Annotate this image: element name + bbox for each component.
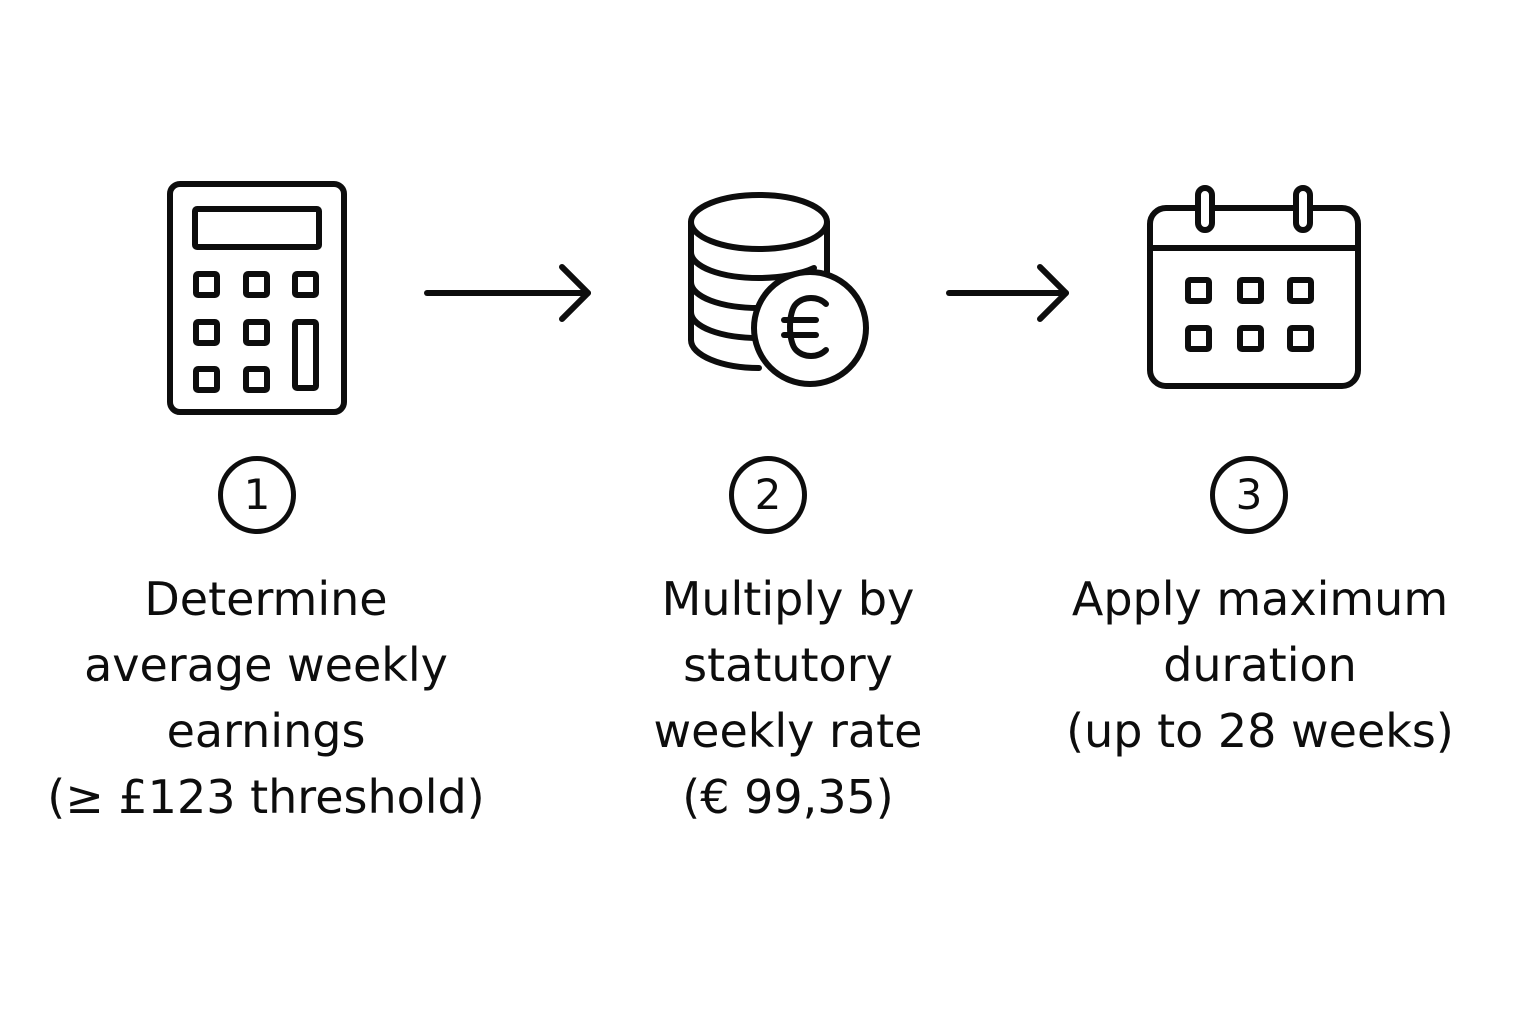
coins-euro-icon <box>688 192 869 387</box>
step-description-line: duration <box>1163 638 1357 692</box>
step-description: Determine average weekly earnings (≥ £12… <box>36 566 496 830</box>
calendar-icon <box>1147 185 1361 389</box>
step-description: Apply maximum duration (up to 28 weeks) <box>1030 566 1490 764</box>
step-description-line: (€ 99,35) <box>682 770 894 824</box>
step-description-line: Determine <box>144 572 388 626</box>
step-description-line: (up to 28 weeks) <box>1066 704 1454 758</box>
step-description-line: Multiply by <box>661 572 915 626</box>
calculator-icon <box>167 181 347 415</box>
step-description-line: weekly rate <box>653 704 923 758</box>
step-description-line: (≥ £123 threshold) <box>47 770 485 824</box>
step-number-badge: 3 <box>1210 456 1288 534</box>
step-description-line: average weekly <box>84 638 448 692</box>
arrow-right-icon <box>424 264 591 322</box>
step-description-line: earnings <box>166 704 366 758</box>
step-description: Multiply by statutory weekly rate (€ 99,… <box>558 566 1018 830</box>
step-number-badge: 1 <box>218 456 296 534</box>
arrow-right-icon <box>946 264 1069 322</box>
step-number-badge: 2 <box>729 456 807 534</box>
step-description-line: statutory <box>683 638 893 692</box>
step-description-line: Apply maximum <box>1071 572 1449 626</box>
